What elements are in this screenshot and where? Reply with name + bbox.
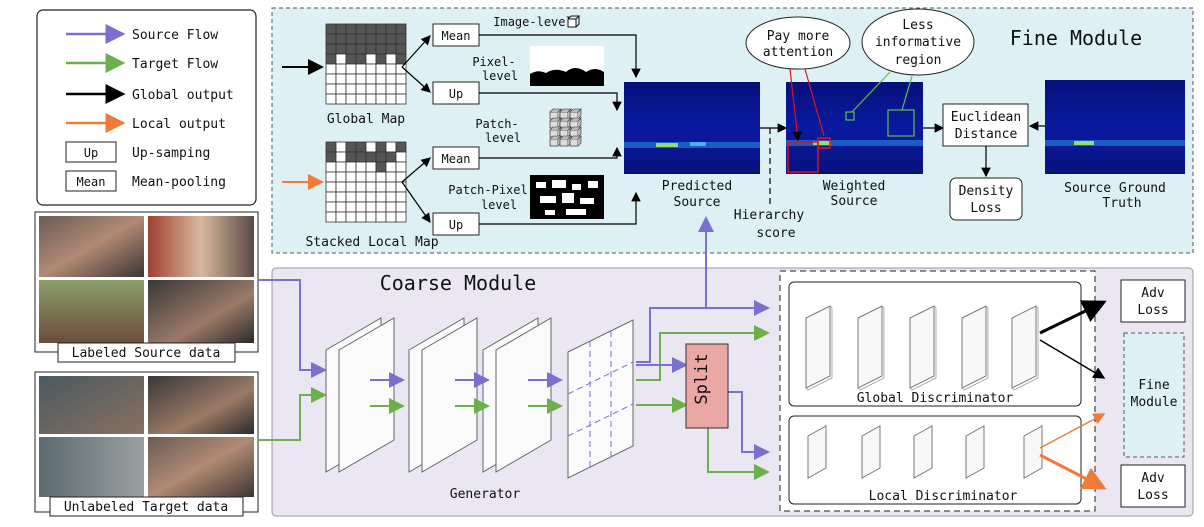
generator-inner-flows [370,372,563,414]
legend-mean-box [65,170,117,192]
fine-module-title: Fine Module [1010,26,1142,50]
patch-pixel-level-label-1: Patch-Pixel [448,183,527,197]
split-label: Split [692,353,712,404]
target-photo-2 [148,376,254,434]
legend-mean-text: Mean [77,175,106,189]
fine-mini-label-2: Module [1131,395,1178,410]
target-photo-4 [148,437,254,497]
legend-local-label: Local output [132,117,226,132]
predicted-source-heatmap [624,82,760,174]
patch-level-label-2: level [485,131,521,145]
gt-label-1: Source Ground [1064,181,1166,196]
adv1-label-1: Adv [1141,286,1165,301]
legend-target-label: Target Flow [132,57,218,72]
attention-label-2: attention [763,45,833,60]
fine-mini-label-1: Fine [1138,378,1169,393]
less-label-1: Less [902,18,933,33]
coarse-module-title: Coarse Module [380,271,537,295]
generator-label: Generator [450,487,521,502]
global-map-grid [325,23,407,105]
weighted-label-2: Source [831,194,878,209]
adv1-label-2: Loss [1137,303,1168,318]
legend-global-label: Global output [132,88,234,103]
gt-label-2: Truth [1102,196,1141,211]
legend-source-label: Source Flow [132,28,218,43]
patch-cubes [549,108,582,147]
target-flow-input [258,387,327,441]
predicted-label-1: Predicted [662,179,732,194]
stacked-local-map-grid [325,141,407,223]
density-label-2: Loss [970,201,1001,216]
generator-output-flows [636,216,770,480]
mean-box-2: Mean [442,152,471,166]
pixel-level-mask [530,46,604,86]
euclid-label-1: Euclidean [951,110,1021,125]
local-to-fine-arrow [1039,413,1106,449]
source-photo-3 [39,280,144,343]
patch-pixel-mask [530,175,604,219]
predicted-label-2: Source [674,195,721,210]
pooling-boxes: Mean Up Mean Up [432,23,480,236]
level-arrows [479,34,641,225]
global-to-adv-arrow [1039,300,1107,335]
global-map-label: Global Map [327,112,405,127]
euclid-label-2: Distance [955,127,1018,142]
global-discriminator-box [788,281,1082,407]
split-block [685,343,729,429]
legend: Source Flow Target Flow Global output Lo… [36,9,257,206]
source-photo-4 [148,280,254,343]
patch-pixel-level-label-2: level [481,198,517,212]
target-images: Unlabeled Target data [34,371,259,517]
grid-branches [401,35,431,223]
global-discriminator-layers [805,305,1039,391]
adv-loss-box-2 [1120,464,1186,508]
attention-callout [745,16,851,70]
hierarchy-label-2: score [756,226,795,241]
density-loss-box [949,177,1023,221]
source-images: Labeled Source data [34,211,259,363]
legend-up-text: Up [84,146,98,160]
legend-up-box [65,141,117,163]
source-caption: Labeled Source data [72,346,221,361]
attention-label-1: Pay more [767,29,830,44]
hierarchy-label-1: Hierarchy [734,208,805,223]
legend-up-desc: Up-samping [132,146,210,161]
legend-mean-desc: Mean-pooling [132,175,226,190]
source-flow-input [258,279,327,378]
local-to-adv-arrow [1039,453,1107,490]
weighted-source-heatmap [786,82,923,174]
pixel-level-label-1: Pixel- [472,55,515,69]
global-to-fine-arrow [1039,339,1106,379]
adv2-label-2: Loss [1137,488,1168,503]
image-level-label: Image-level [493,15,572,29]
local-disc-label: Local Discriminator [869,489,1018,504]
less-label-3: region [895,53,942,68]
cube-icon [567,15,581,28]
target-photo-3 [39,437,144,497]
global-disc-label: Global Discriminator [857,391,1014,406]
mean-box-1: Mean [442,29,471,43]
density-label-1: Density [959,184,1014,199]
adv2-label-1: Adv [1141,471,1165,486]
target-photo-1 [39,376,144,434]
adv-loss-box-1 [1120,279,1186,323]
ground-truth-heatmap [1045,80,1185,174]
weighted-label-1: Weighted [823,179,886,194]
source-photo-2 [148,216,254,277]
source-photo-1 [39,216,144,277]
pixel-level-label-2: level [482,69,518,83]
patch-level-label-1: Patch- [475,117,518,131]
less-informative-callout [861,8,975,76]
stacked-local-map-label: Stacked Local Map [305,235,438,250]
local-discriminator-layers [807,425,1043,479]
up-box-1: Up [449,87,463,101]
euclidean-distance-box [942,103,1029,147]
up-box-2: Up [449,218,463,232]
target-caption: Unlabeled Target data [64,500,228,515]
less-label-2: informative [875,35,961,50]
generator-layers [325,317,634,479]
fine-module-mini-box [1123,332,1185,458]
